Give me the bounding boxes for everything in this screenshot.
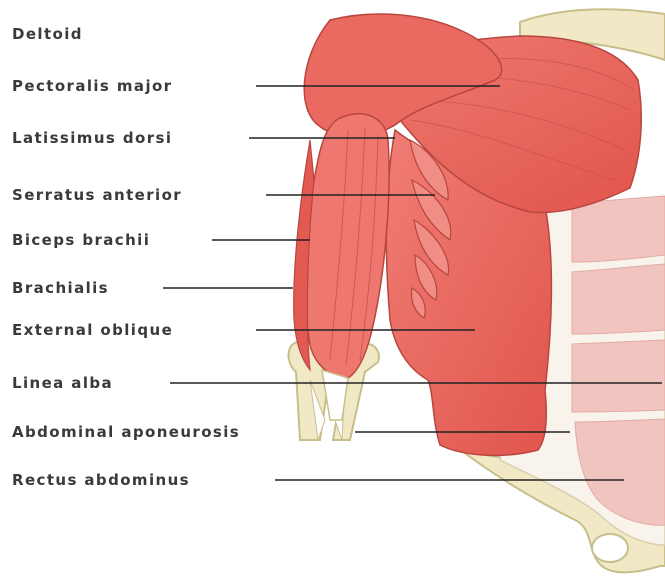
label-rectus-abdominus: Rectus abdominus [12,471,190,489]
label-biceps-brachii: Biceps brachii [12,231,150,249]
label-serratus-anterior: Serratus anterior [12,186,182,204]
label-pectoralis-major: Pectoralis major [12,77,172,95]
label-brachialis: Brachialis [12,279,109,297]
label-deltoid: Deltoid [12,25,83,43]
label-latissimus-dorsi: Latissimus dorsi [12,129,172,147]
label-linea-alba: Linea alba [12,374,113,392]
pelvis-foramen [592,534,628,562]
rectus-abdominus [572,196,665,525]
label-external-oblique: External oblique [12,321,173,339]
label-abdominal-aponeurosis: Abdominal aponeurosis [12,423,240,441]
